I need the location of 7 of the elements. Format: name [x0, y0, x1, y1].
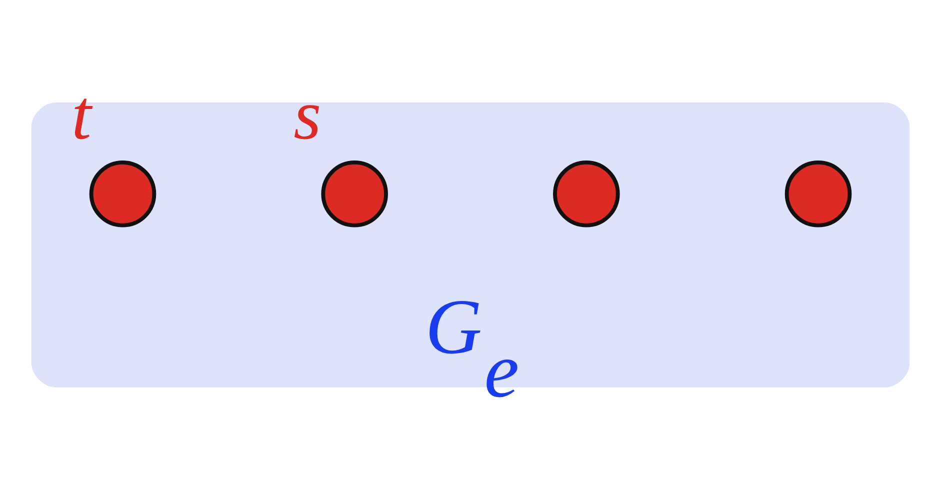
- node-circle: [553, 160, 620, 227]
- node-circle: [321, 160, 388, 227]
- node-label: s: [294, 76, 322, 154]
- node-circle: [784, 160, 852, 227]
- node-circle: [89, 160, 156, 227]
- node-label: t: [72, 76, 92, 154]
- node-label: e: [484, 326, 520, 414]
